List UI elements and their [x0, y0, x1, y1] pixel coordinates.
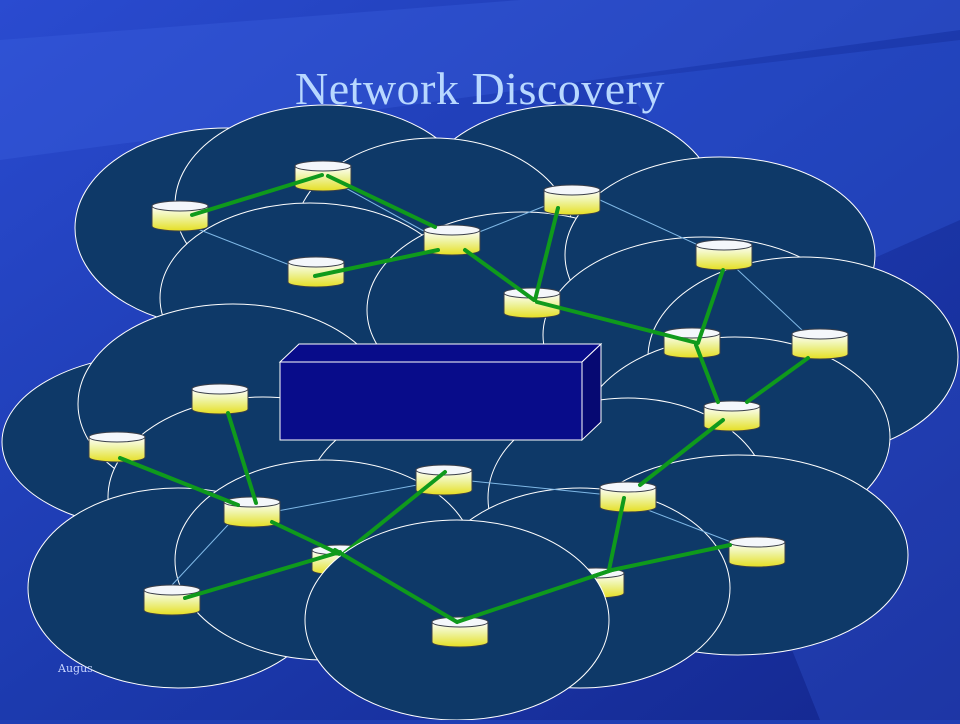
- center-box: [278, 342, 603, 442]
- node-body: [791, 333, 849, 360]
- node-body: [151, 205, 209, 232]
- green-link: [694, 343, 720, 404]
- footer-text: Augus: [58, 662, 93, 675]
- green-link: [190, 173, 324, 217]
- node-top: [294, 160, 352, 172]
- node-top: [599, 481, 657, 493]
- node-top: [791, 328, 849, 340]
- node-body: [88, 436, 146, 463]
- green-link: [533, 206, 560, 302]
- node-top: [88, 431, 146, 443]
- green-link: [463, 248, 536, 302]
- green-link: [313, 248, 440, 278]
- node-body: [431, 621, 489, 648]
- node-top: [728, 536, 786, 548]
- database-cylinder-icon: [88, 431, 146, 463]
- background-streak: [0, 0, 960, 160]
- node-body: [503, 292, 561, 319]
- node-top: [703, 400, 761, 412]
- node-top: [151, 200, 209, 212]
- green-link: [607, 496, 626, 572]
- node-body: [223, 501, 281, 528]
- green-link: [610, 543, 732, 572]
- box-top: [278, 343, 603, 363]
- database-cylinder-icon: [599, 481, 657, 513]
- node-top: [287, 256, 345, 268]
- node-body: [695, 244, 753, 271]
- green-link: [455, 568, 614, 624]
- green-link: [696, 268, 725, 345]
- green-links-front-layer: [333, 548, 614, 624]
- database-cylinder-icon: [143, 584, 201, 616]
- green-link: [745, 356, 810, 404]
- green-link: [340, 470, 447, 557]
- box-front: [279, 361, 583, 441]
- database-cylinder-icon: [695, 239, 753, 271]
- green-link: [638, 418, 725, 487]
- node-top: [191, 383, 249, 395]
- green-link: [118, 456, 240, 507]
- node-body: [599, 486, 657, 513]
- database-cylinder-icon: [191, 383, 249, 415]
- green-link: [535, 300, 699, 345]
- node-top: [143, 584, 201, 596]
- green-link: [226, 411, 258, 505]
- database-cylinder-icon: [543, 184, 601, 216]
- database-cylinder-icon: [728, 536, 786, 568]
- green-link: [326, 174, 437, 229]
- database-cylinder-icon: [503, 287, 561, 319]
- green-link: [183, 550, 342, 600]
- page-title: Network Discovery: [294, 63, 665, 114]
- node-top: [423, 224, 481, 236]
- node-top: [695, 239, 753, 251]
- database-cylinder-icon: [294, 160, 352, 192]
- thin-link: [271, 479, 445, 513]
- node-body: [728, 541, 786, 568]
- database-cylinder-icon: [791, 328, 849, 360]
- node-top: [543, 184, 601, 196]
- database-cylinder-icon: [151, 200, 209, 232]
- node-body: [191, 388, 249, 415]
- green-link: [333, 548, 459, 624]
